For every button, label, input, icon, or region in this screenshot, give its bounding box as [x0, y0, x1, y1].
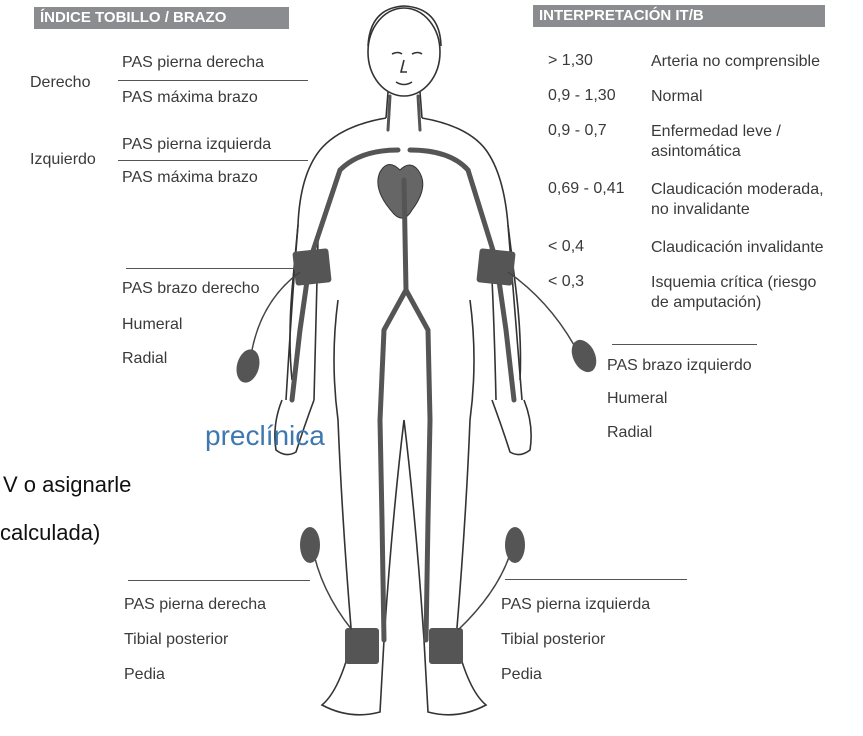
- interp-range-2: 0,9 - 0,7: [548, 122, 607, 140]
- interp-desc-5a: Isquemia crítica (riesgo: [651, 273, 816, 292]
- interp-range-5: < 0,3: [548, 273, 584, 291]
- right-leg-title: PAS pierna derecha: [124, 596, 266, 614]
- right-leg-pedia: Pedia: [124, 666, 165, 684]
- derecho-label: Derecho: [30, 74, 90, 92]
- left-header: ÍNDICE TOBILLO / BRAZO: [34, 7, 289, 29]
- interp-range-4: < 0,4: [548, 238, 584, 256]
- left-arm-radial: Radial: [607, 424, 652, 442]
- interp-desc-1: Normal: [651, 87, 703, 106]
- izquierdo-denominator: PAS máxima brazo: [122, 169, 258, 187]
- left-leg-title: PAS pierna izquierda: [501, 596, 650, 614]
- right-arm-radial: Radial: [122, 350, 167, 368]
- derecho-numerator: PAS pierna derecha: [122, 54, 264, 72]
- interp-desc-3a: Claudicación moderada,: [651, 180, 824, 199]
- izquierdo-fraction-line: [118, 160, 308, 161]
- overlay-line1: V o asignarle: [3, 472, 131, 498]
- interp-range-1: 0,9 - 1,30: [548, 87, 616, 105]
- right-header: INTERPRETACIÓN IT/B: [533, 5, 825, 27]
- interp-desc-5b: de amputación): [651, 293, 761, 312]
- left-arm-rule: [612, 344, 757, 345]
- interp-range-0: > 1,30: [548, 52, 593, 70]
- overlay-line2: calculada): [0, 520, 100, 546]
- interp-desc-3b: no invalidante: [651, 200, 750, 219]
- left-leg-tibial: Tibial posterior: [501, 631, 605, 649]
- left-leg-rule: [505, 579, 687, 580]
- right-arm-rule: [126, 268, 306, 269]
- left-leg-pedia: Pedia: [501, 666, 542, 684]
- left-arm-title: PAS brazo izquierdo: [607, 357, 752, 375]
- right-arm-title: PAS brazo derecho: [122, 280, 260, 298]
- derecho-denominator: PAS máxima brazo: [122, 89, 258, 107]
- interp-desc-4: Claudicación invalidante: [651, 238, 824, 257]
- right-leg-rule: [128, 580, 310, 581]
- left-arm-humeral: Humeral: [607, 390, 667, 408]
- interp-desc-0: Arteria no comprensible: [651, 52, 820, 71]
- derecho-fraction-line: [118, 80, 308, 81]
- right-leg-tibial: Tibial posterior: [124, 631, 228, 649]
- right-arm-humeral: Humeral: [122, 316, 182, 334]
- izquierdo-numerator: PAS pierna izquierda: [122, 136, 271, 154]
- interp-desc-2b: asintomática: [651, 142, 741, 161]
- interp-range-3: 0,69 - 0,41: [548, 180, 625, 198]
- interp-desc-2a: Enfermedad leve /: [651, 122, 781, 141]
- overlay-preclinica: preclínica: [205, 420, 325, 452]
- izquierdo-label: Izquierdo: [30, 151, 96, 169]
